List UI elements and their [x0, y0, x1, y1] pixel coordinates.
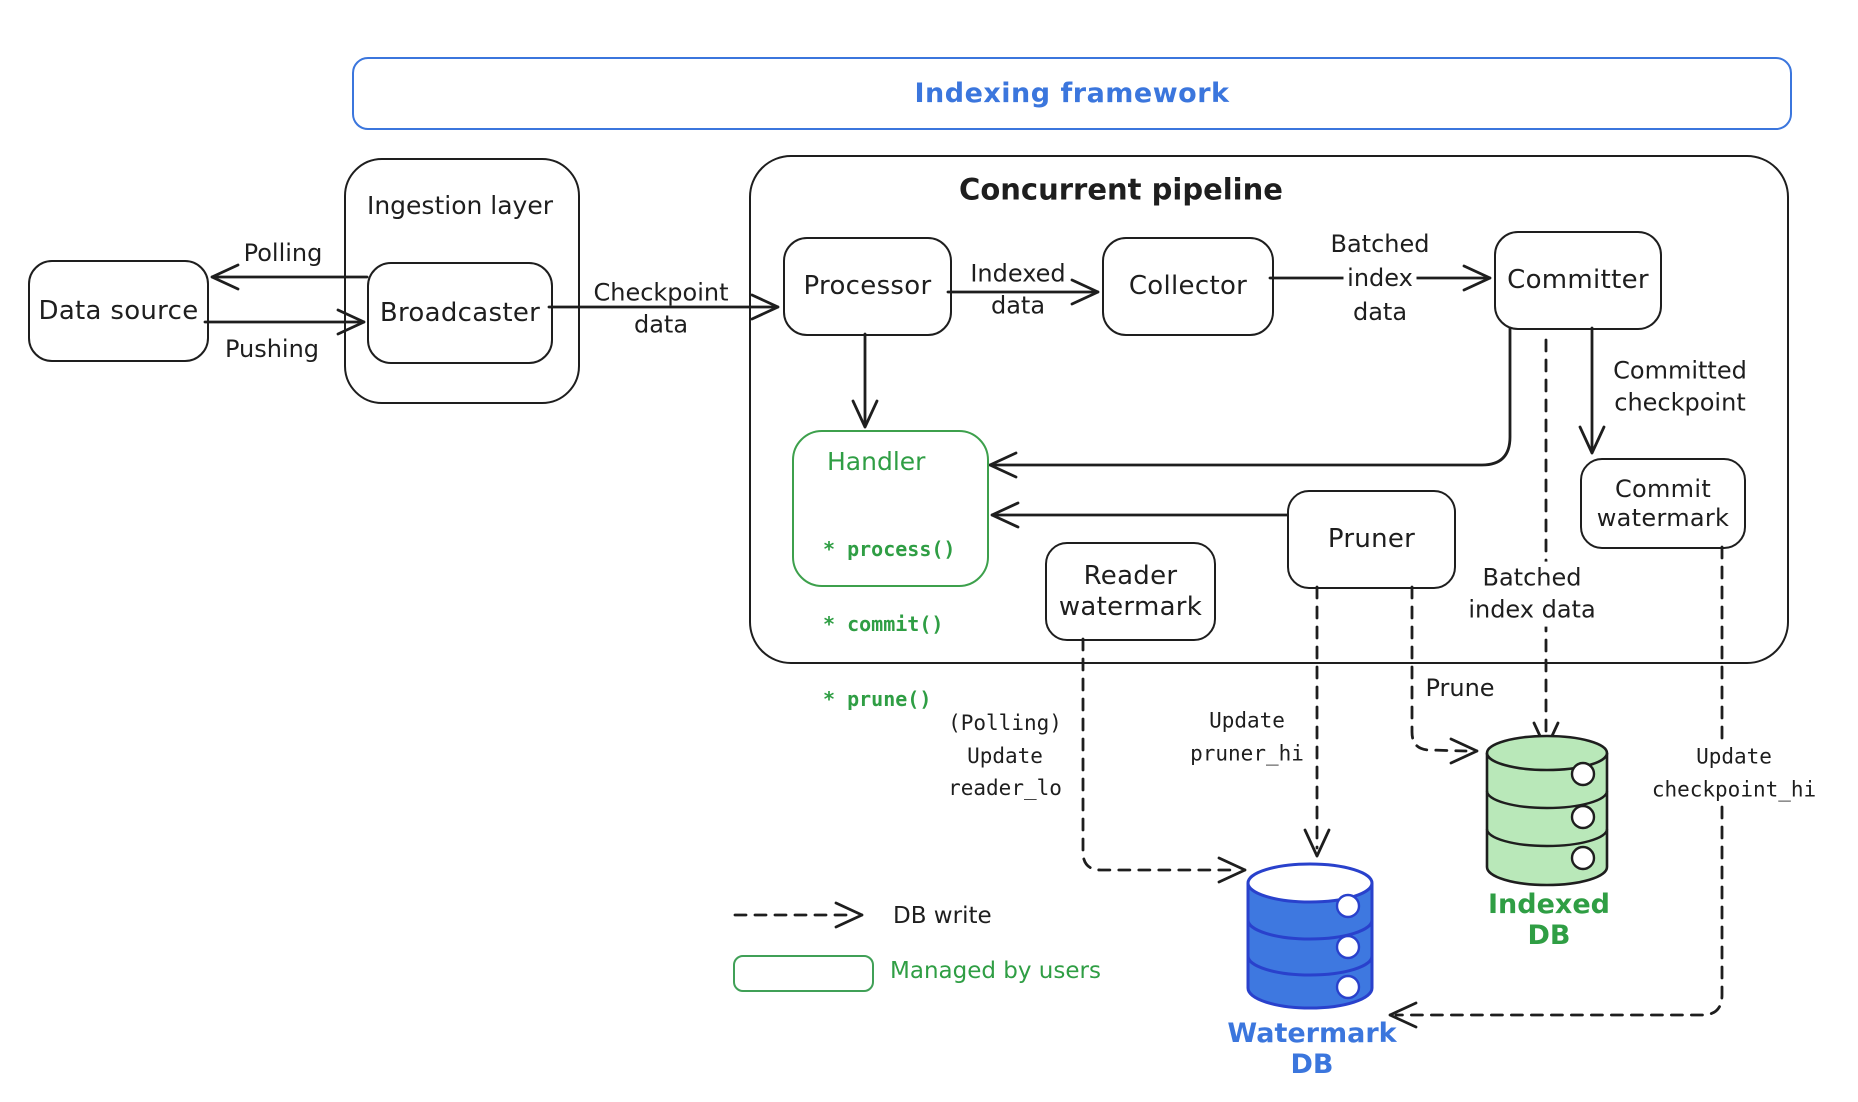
processor-to-handler-arrow: [851, 332, 879, 429]
checkpoint-data-arrow: [547, 293, 780, 321]
collector-label: Collector: [1128, 271, 1248, 302]
checkpoint-data-label: Checkpoint data: [593, 278, 729, 339]
indexed-data-arrow: [946, 278, 1100, 306]
node-collector: Collector: [1102, 237, 1274, 336]
committer-to-handler-arrow: [988, 326, 1512, 479]
batched-index-data-db-label: Batched index data: [1464, 561, 1600, 627]
update-reader-lo-dashed-arrow: [1081, 637, 1247, 884]
prune-dashed-arrow: [1410, 585, 1479, 765]
node-processor: Processor: [783, 237, 952, 336]
polling-label: Polling: [243, 238, 323, 267]
committed-checkpoint-label: Committed checkpoint: [1613, 356, 1747, 417]
node-committer: Committer: [1494, 231, 1662, 330]
ingestion-layer-container: [344, 158, 580, 404]
watermark-db-label: Watermark DB: [1227, 1018, 1397, 1081]
node-broadcaster: Broadcaster: [367, 262, 553, 364]
handler-title: Handler: [827, 447, 926, 476]
committer-to-commit-watermark-arrow: [1578, 326, 1606, 455]
polling-arrow: [210, 263, 369, 291]
committer-label: Committer: [1507, 265, 1649, 296]
data-source-label: Data source: [38, 295, 199, 326]
ingestion-layer-label: Ingestion layer: [366, 191, 554, 221]
batched-index-data-label: Batched index data: [1330, 229, 1430, 327]
db-write-legend-arrow: [733, 901, 864, 929]
indexing-framework-frame: Indexing framework: [352, 57, 1792, 130]
update-checkpoint-hi-label: Update checkpoint_hi: [1647, 740, 1821, 806]
pushing-label: Pushing: [224, 334, 320, 363]
concurrent-pipeline-label: Concurrent pipeline: [959, 172, 1283, 207]
legend-managed-by-users-label: Managed by users: [890, 958, 1101, 984]
indexed-data-label: Indexed data: [970, 259, 1066, 320]
node-data-source: Data source: [28, 260, 209, 362]
update-reader-lo-label: (Polling) Update reader_lo: [948, 711, 1062, 801]
concurrent-pipeline-container: [749, 155, 1789, 664]
pruner-to-handler-arrow: [990, 501, 1289, 529]
update-pruner-hi-label: Update pruner_hi: [1190, 708, 1304, 765]
broadcaster-label: Broadcaster: [379, 297, 541, 328]
legend-managed-by-users-box: [733, 955, 874, 992]
processor-label: Processor: [803, 271, 932, 302]
watermark-db-cylinder: [1246, 862, 1374, 1010]
handler-method-prune: * prune(): [823, 687, 932, 711]
indexing-framework-title: Indexing framework: [914, 78, 1230, 109]
indexed-db-label: Indexed DB: [1488, 889, 1610, 952]
prune-label: Prune: [1425, 673, 1495, 702]
handler-method-process: * process(): [823, 537, 956, 561]
indexed-db-cylinder: [1485, 734, 1609, 887]
legend-db-write-label: DB write: [893, 903, 992, 929]
pruner-label: Pruner: [1327, 524, 1416, 555]
handler-methods: * process() * commit() * prune(): [823, 487, 955, 762]
node-pruner: Pruner: [1287, 490, 1456, 589]
update-pruner-hi-dashed-arrow: [1303, 585, 1331, 858]
handler-method-commit: * commit(): [823, 612, 944, 636]
pushing-arrow: [203, 308, 366, 336]
update-checkpoint-hi-dashed-arrow: [1388, 545, 1724, 1029]
batched-index-data-dashed-arrow: [1532, 338, 1560, 751]
node-handler: [792, 430, 989, 587]
